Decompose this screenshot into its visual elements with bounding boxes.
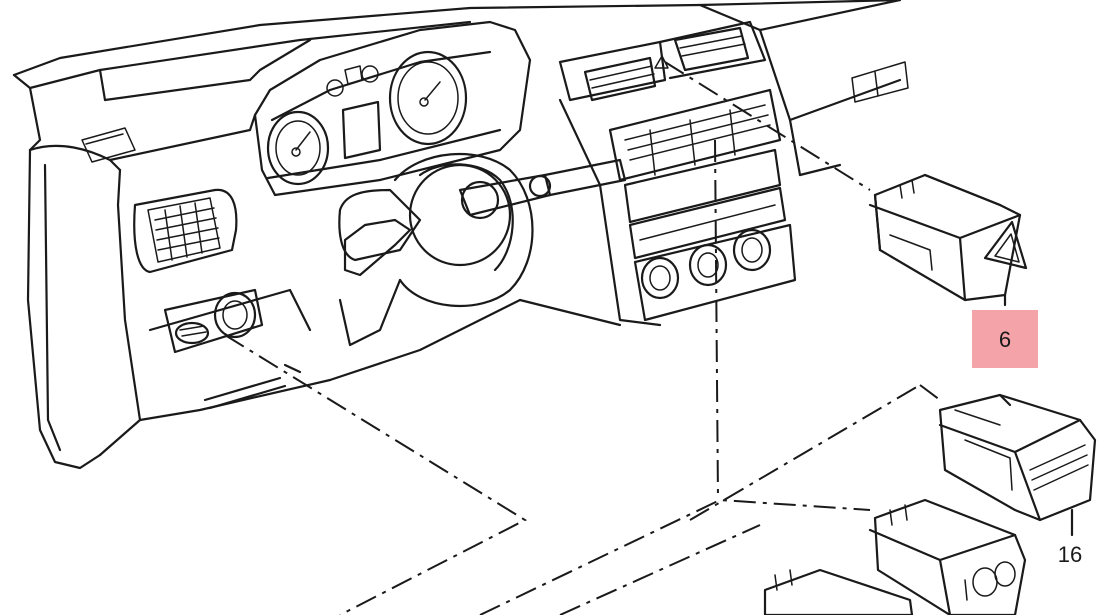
leader-lines [224,61,941,615]
left-air-vent [133,188,238,274]
center-console [558,20,797,322]
hazard-switch-part [868,173,1028,307]
dashboard-body [12,0,909,470]
callout-16-label: 16 [1058,542,1082,567]
callout-16: 16 [1058,542,1082,567]
callout-6-highlight [972,310,1038,368]
switch-part-16 [938,393,1097,537]
callout-6-label: 6 [999,327,1011,352]
callout-6: 6 [972,310,1038,368]
hazard-triangle-icon [983,220,1028,270]
steering-wheel [338,152,627,347]
bottom-switch-part [763,568,914,615]
instrument-cluster [253,20,532,197]
lower-switch-part [868,498,1027,615]
light-switch [163,288,264,354]
